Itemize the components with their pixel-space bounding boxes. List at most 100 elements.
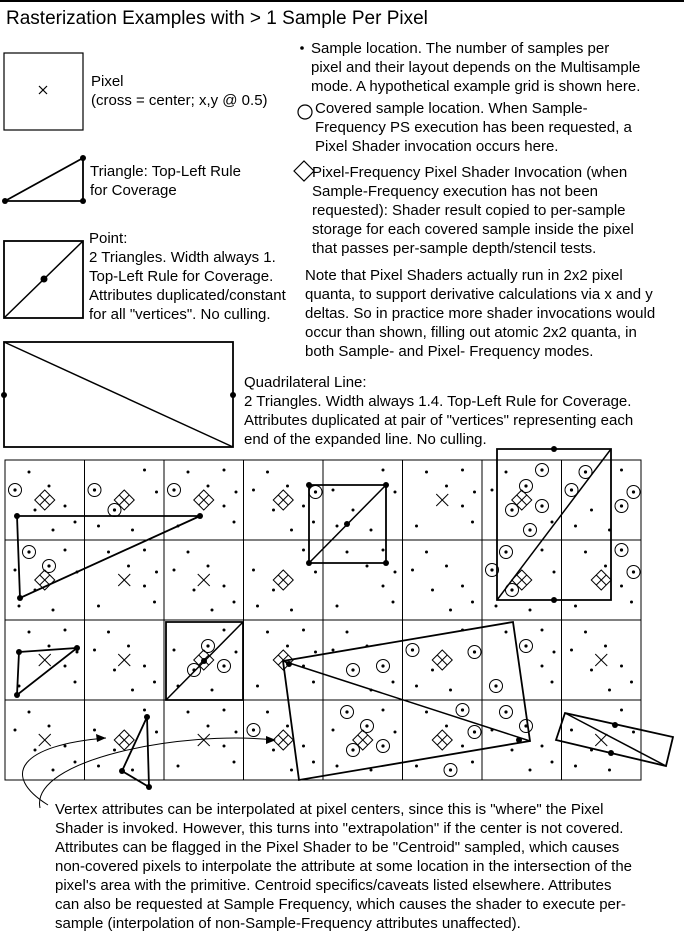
sample-dot — [232, 520, 236, 524]
sample-dot — [314, 570, 317, 574]
sample-dot — [369, 688, 373, 692]
legend-sample-text: pixel and their layout depends on the Mu… — [311, 59, 641, 76]
sample-dot — [186, 710, 190, 714]
sample-dot — [63, 744, 67, 748]
sample-dot — [431, 588, 434, 592]
pixel-center-cross — [436, 654, 448, 666]
sample-dot — [528, 528, 532, 532]
sample-dot — [448, 768, 453, 772]
pixel-freq-invocation — [272, 649, 294, 671]
sample-dot — [550, 680, 554, 684]
sample-dot — [524, 484, 528, 488]
covered-sample — [485, 563, 499, 577]
vertex — [201, 658, 207, 664]
sample-dot — [584, 630, 587, 634]
covered-sample — [523, 523, 537, 537]
sample-dot — [73, 680, 77, 684]
sample-dot — [510, 748, 514, 752]
sample-dot — [540, 504, 544, 508]
vertex — [344, 521, 350, 527]
sample-dot — [345, 630, 349, 634]
sample-dot — [302, 504, 305, 508]
sample-dot — [290, 528, 293, 532]
legend-covered-text: Covered sample location. When Sample- — [315, 100, 588, 117]
sample-dot — [608, 768, 611, 772]
pixel-center-cross — [38, 653, 52, 667]
sample-dot — [27, 710, 31, 714]
legend-pixel-name: Pixel — [91, 73, 124, 90]
pixel-freq-invocation — [590, 569, 612, 591]
covered-sample — [340, 705, 354, 719]
covered-sample — [443, 763, 458, 777]
pixel-center-cross — [277, 494, 289, 506]
sample-dot — [431, 668, 434, 672]
covered-sample — [519, 639, 533, 653]
covered-sample — [564, 483, 579, 497]
covered-sample — [308, 485, 323, 499]
pixel-center-cross — [39, 494, 51, 506]
footer-text: can also be requested at Sample Frequenc… — [55, 896, 626, 913]
sample-dot — [381, 584, 385, 588]
pixel-grid — [4, 459, 642, 781]
sample-dot — [63, 628, 67, 632]
sample-dot — [574, 604, 577, 608]
sample-dot — [127, 644, 130, 648]
pixel-center-cross — [197, 733, 211, 747]
sample-dot — [494, 604, 498, 608]
sample-dot — [351, 668, 355, 672]
sample-dot — [131, 768, 134, 772]
sample-dot — [552, 570, 556, 574]
sample-dot — [584, 550, 587, 554]
centroid-arrows — [22, 737, 276, 809]
sample-dot — [425, 710, 428, 714]
sample-dot — [540, 664, 544, 668]
pixel-center-cross — [357, 734, 369, 746]
legend-point-box — [3, 240, 84, 319]
note-text: Note that Pixel Shaders actually run in … — [305, 267, 623, 284]
pixel-cell — [402, 539, 483, 621]
sample-dot — [47, 724, 51, 728]
pixel-center-cross — [38, 733, 52, 747]
sample-dot — [381, 744, 385, 748]
vertex — [197, 513, 203, 519]
sample-dot — [47, 564, 51, 568]
sample-dot — [272, 748, 275, 752]
sample-dot — [510, 588, 514, 592]
note-text: quanta, to support derivative calculatio… — [305, 286, 653, 303]
sample-dot — [256, 684, 259, 688]
sample-dot — [381, 664, 385, 668]
sample-dot — [302, 664, 305, 668]
sample-dot — [206, 724, 210, 728]
pixel-center-cross — [516, 494, 528, 506]
sample-dot — [113, 748, 116, 752]
sample-dot — [252, 488, 255, 492]
sample-dot — [234, 490, 238, 494]
sample-dot — [302, 744, 305, 748]
legend-pixel-freq-text: Sample-Frequency execution has not been — [312, 183, 599, 200]
sample-marks — [8, 463, 641, 777]
sample-dot — [540, 744, 544, 748]
vertex — [74, 645, 80, 651]
sample-dot — [27, 550, 31, 554]
covered-sample — [8, 483, 22, 497]
sample-dot — [494, 684, 498, 688]
sample-dot — [113, 668, 116, 672]
legend-quad-line-diagonal — [3, 341, 234, 448]
sample-dot — [222, 584, 226, 588]
pixel-center-cross — [117, 573, 131, 587]
sample-dot — [331, 488, 335, 492]
vertex — [612, 722, 618, 728]
footer-text: sample (interpolation of non-Sample-Freq… — [55, 915, 521, 932]
vertex — [119, 768, 125, 774]
sample-dot — [540, 468, 544, 472]
covered-sample — [187, 663, 201, 677]
sample-dot — [552, 650, 556, 654]
pixel-cell — [561, 699, 642, 781]
sample-dot — [393, 730, 397, 734]
sample-dot — [472, 730, 477, 734]
legend-triangle-vertex — [2, 198, 8, 204]
legend-pixel-freq-text: Pixel-Frequency Pixel Shader Invocation … — [312, 164, 628, 181]
sample-dot — [272, 588, 275, 592]
sample-dot — [33, 508, 37, 512]
sample-dot — [222, 468, 226, 472]
